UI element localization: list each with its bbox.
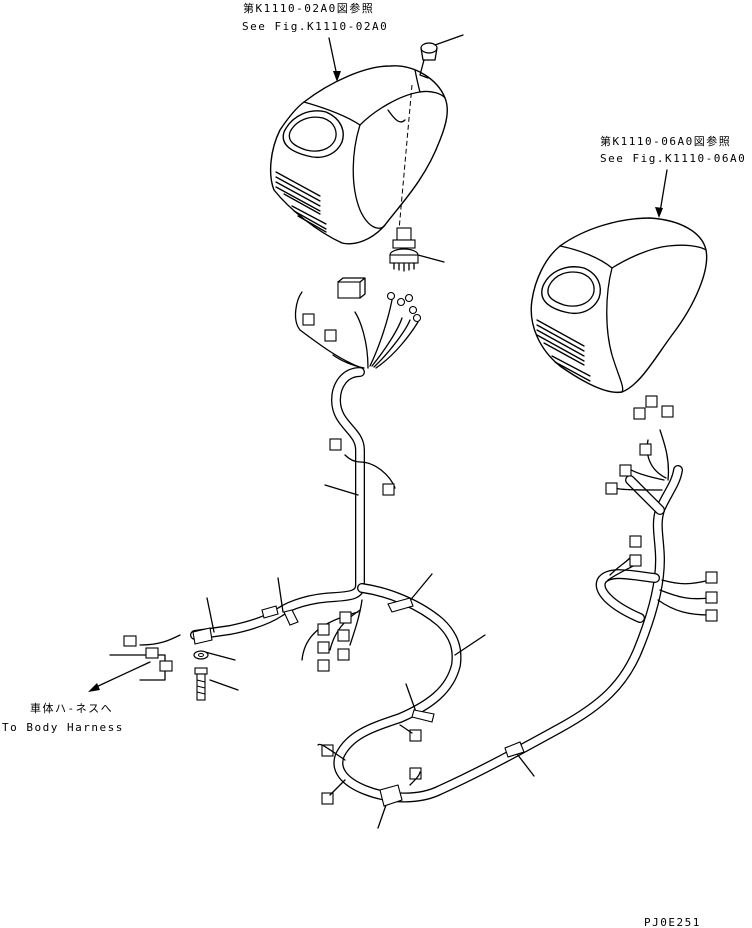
drawing-code: PJ0E251 [644, 916, 701, 928]
ref-right-en: See Fig.K1110-06A0 [600, 152, 746, 165]
top-small-part [398, 34, 464, 231]
ref-left-jp: 第K1110-02A0図参照 [243, 1, 374, 15]
body-harness-connectors [88, 634, 181, 692]
right-console-box [530, 217, 708, 394]
leader-lines [204, 484, 535, 829]
ref-arrow-right [655, 169, 668, 218]
clamps [192, 597, 525, 807]
ref-left-en: See Fig.K1110-02A0 [242, 20, 388, 33]
ref-right-jp: 第K1110-06A0図参照 [600, 134, 731, 148]
left-connectors [302, 277, 422, 805]
left-console-box [269, 65, 448, 245]
bolt-washer [193, 650, 209, 701]
body-harness-jp: 車体ハ-ネスへ [30, 701, 113, 715]
ref-arrow-left [328, 37, 341, 82]
right-harness [595, 395, 718, 623]
key-switch [389, 227, 445, 272]
body-harness-en: To Body Harness [2, 721, 124, 734]
